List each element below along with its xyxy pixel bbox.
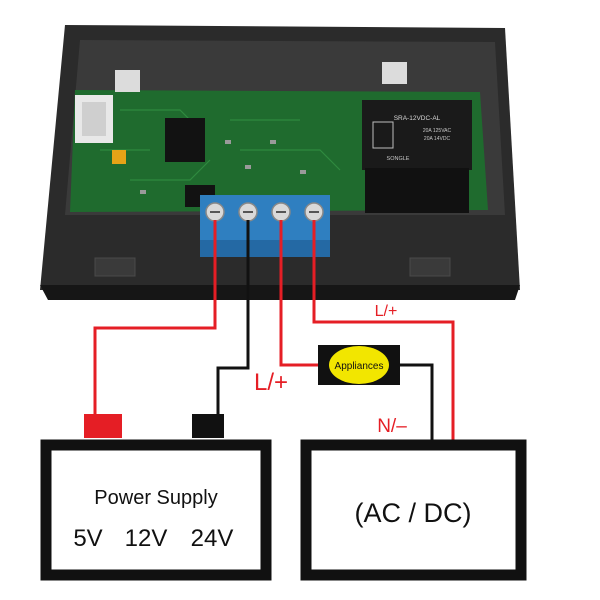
relay-module: SRA-12VDC-AL 20A 125VAC 20A 14VDC SONGLE bbox=[40, 25, 520, 300]
power-supply: Power Supply 5V 12V 24V bbox=[40, 414, 272, 581]
wire-supply-negative bbox=[216, 220, 250, 415]
tantalum-capacitor bbox=[112, 150, 126, 164]
voltage-24v: 24V bbox=[191, 525, 234, 552]
wire-load-live-to-appliance bbox=[279, 220, 320, 367]
voltage-5v: 5V bbox=[73, 525, 102, 552]
relay-base bbox=[365, 168, 469, 213]
label-live-lower: L/+ bbox=[254, 369, 288, 396]
relay-body bbox=[362, 100, 472, 170]
power-supply-box bbox=[40, 439, 272, 581]
load-source-box bbox=[300, 439, 527, 581]
ic-chip bbox=[165, 118, 205, 162]
relay-rating-1-text: 20A 125VAC bbox=[423, 128, 452, 134]
case-clip-left bbox=[94, 257, 136, 277]
mounting-tab-left bbox=[115, 70, 140, 92]
wire-supply-positive bbox=[93, 220, 217, 415]
voltage-12v: 12V bbox=[125, 525, 168, 552]
load-source: (AC / DC) bbox=[300, 439, 527, 581]
label-live-upper: L/+ bbox=[375, 303, 398, 320]
terminal-block-lower bbox=[200, 240, 330, 257]
wire-load-live-to-source bbox=[312, 220, 455, 440]
supply-positive-terminal bbox=[84, 414, 122, 438]
smd-components bbox=[140, 140, 306, 194]
wires bbox=[93, 220, 455, 440]
wire-load-neutral bbox=[398, 363, 434, 440]
relay-model-text: SRA-12VDC-AL bbox=[394, 115, 441, 122]
mounting-tab-right bbox=[382, 62, 407, 84]
appliance-label: Appliances bbox=[335, 361, 384, 372]
supply-negative-terminal bbox=[192, 414, 224, 438]
relay-rating-2-text: 20A 14VDC bbox=[424, 136, 451, 142]
jst-connector-slot bbox=[82, 102, 106, 136]
case-clip-right bbox=[409, 257, 451, 277]
relay-logo-box bbox=[372, 121, 394, 149]
relay-brand-text: SONGLE bbox=[387, 156, 410, 162]
appliance: Appliances bbox=[318, 345, 400, 385]
load-source-label: (AC / DC) bbox=[355, 498, 472, 528]
label-neutral: N/– bbox=[377, 416, 407, 437]
appliance-disc bbox=[329, 346, 389, 384]
power-supply-title: Power Supply bbox=[94, 487, 217, 509]
